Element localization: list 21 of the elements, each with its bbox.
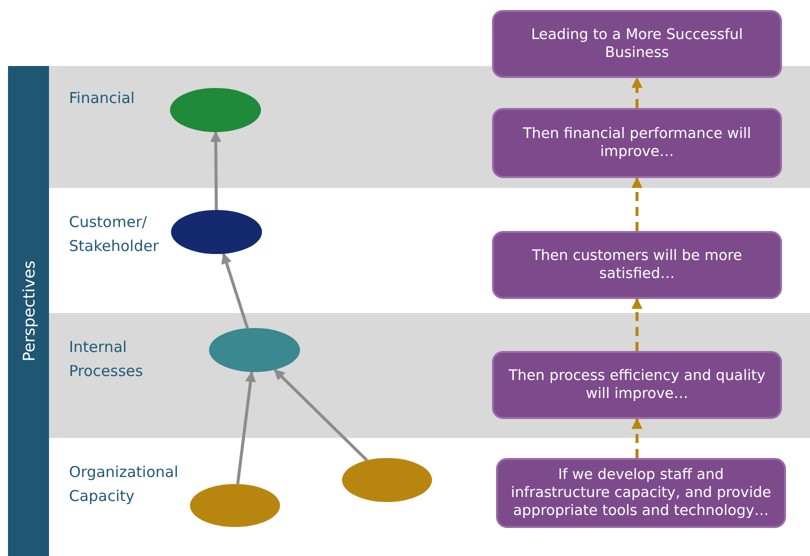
arrow bbox=[274, 368, 368, 462]
arrow bbox=[632, 176, 642, 231]
perspective-band bbox=[49, 313, 810, 438]
arrow bbox=[632, 298, 642, 351]
perspectives-bar bbox=[8, 66, 49, 556]
step-box: Then process efficiency and quality will improve… bbox=[492, 351, 782, 419]
perspective-label: Organizational Capacity bbox=[69, 462, 180, 507]
arrow bbox=[210, 130, 222, 210]
perspective-label: Financial bbox=[69, 88, 136, 109]
arrow bbox=[236, 370, 256, 484]
perspective-label: Customer/ Stakeholder bbox=[69, 212, 160, 257]
step-box: If we develop staff and infrastructure capacity, and provide appropriate tools and technology… bbox=[496, 458, 786, 528]
perspective-band bbox=[49, 66, 810, 188]
arrow bbox=[221, 252, 249, 329]
arrow bbox=[632, 418, 642, 458]
step-box: Then financial performance will improve… bbox=[492, 108, 782, 178]
step-box: Then customers will be more satisfied… bbox=[492, 231, 782, 299]
perspective-label: Internal Processes bbox=[69, 337, 144, 382]
bar-label: Perspectives bbox=[19, 260, 38, 362]
step-box: Leading to a More Successful Business bbox=[492, 10, 782, 78]
arrow bbox=[632, 76, 642, 108]
